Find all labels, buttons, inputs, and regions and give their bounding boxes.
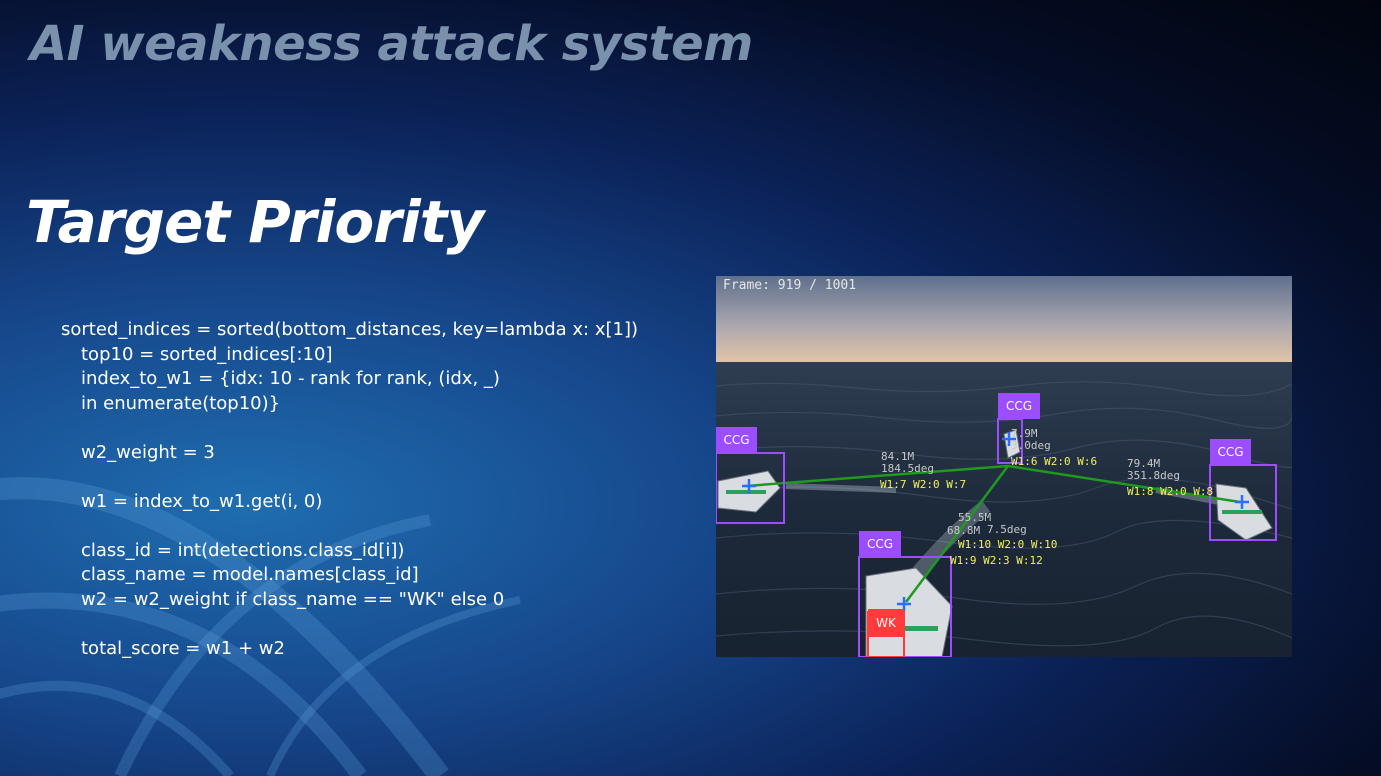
class-tag: CCG <box>1005 399 1033 413</box>
weight-label: W1:6 W2:0 W:6 <box>1011 455 1098 468</box>
class-tag: CCG <box>1217 445 1244 459</box>
class-tag: CCG <box>866 537 894 551</box>
code-line: index_to_w1 = {idx: 10 - rank for rank, … <box>81 368 500 389</box>
app-title: AI weakness attack system <box>30 16 753 72</box>
distance-label: 79.4M <box>1127 457 1161 470</box>
weight-label: W1:10 W2:0 W:10 <box>958 538 1058 551</box>
angle-label: 351.8deg <box>1127 469 1180 482</box>
sea-scene <box>716 276 1292 657</box>
weight-label: W1:8 W2:0 W:8 <box>1127 485 1214 498</box>
code-line: sorted_indices = sorted(bottom_distances… <box>61 319 638 340</box>
code-line: top10 = sorted_indices[:10] <box>81 343 333 365</box>
class-tag-backgrounds <box>716 393 1251 637</box>
target-crosses <box>742 432 1249 611</box>
class-tag: CCG <box>723 433 750 447</box>
code-line: total_score = w1 + w2 <box>81 637 285 659</box>
frame-counter: Frame: 919 / 1001 <box>723 278 857 293</box>
distance-label: 68.8M <box>947 524 981 537</box>
distance-label: 55.5M <box>958 511 992 524</box>
code-block: sorted_indices = sorted(bottom_distances… <box>61 318 701 661</box>
angle-label: 3.0deg <box>1011 439 1051 452</box>
code-line: w1 = index_to_w1.get(i, 0) <box>81 490 323 512</box>
distance-label: 7.9M <box>1011 427 1038 440</box>
code-line: w2_weight = 3 <box>81 441 215 463</box>
priority-link-lines <box>745 464 1241 603</box>
distance-label: 84.1M <box>881 450 915 463</box>
detection-video-frame: Frame: 919 / 1001 CCG CCG CCG CCG WK 84.… <box>716 276 1292 657</box>
section-title: Target Priority <box>26 188 484 256</box>
weight-label: W1:9 W2:3 W:12 <box>950 554 1043 567</box>
code-line: w2 = w2_weight if class_name == "WK" els… <box>81 588 505 610</box>
angle-label: 184.5deg <box>881 462 934 475</box>
code-line: in enumerate(top10)} <box>81 392 281 414</box>
code-line: class_id = int(detections.class_id[i]) <box>81 539 405 561</box>
code-line: class_name = model.names[class_id] <box>81 564 419 585</box>
weight-label: W1:7 W2:0 W:7 <box>880 478 967 491</box>
angle-label: 7.5deg <box>987 523 1027 536</box>
class-tag-wk: WK <box>876 616 896 630</box>
